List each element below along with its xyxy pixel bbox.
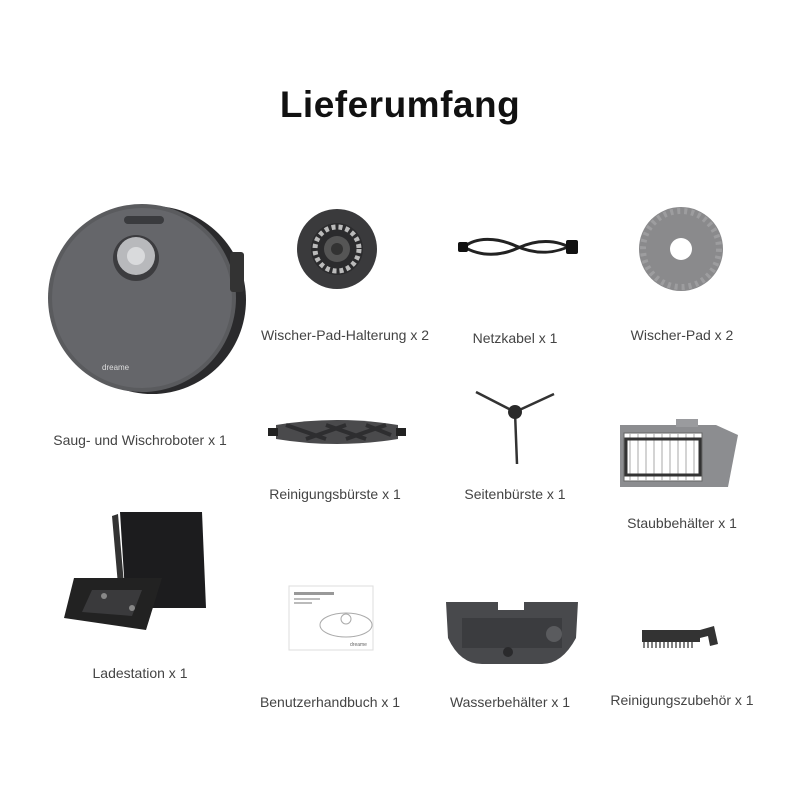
power-cable-icon	[456, 232, 581, 262]
mop-pad-icon	[636, 205, 726, 293]
page-title: Lieferumfang	[279, 84, 521, 125]
water-tank-icon	[442, 598, 582, 668]
item-label: Seitenbürste x 1	[464, 486, 566, 502]
item-label: Netzkabel x 1	[472, 330, 558, 346]
item-label: Wischer-Pad x 2	[630, 327, 734, 343]
item-label: Wasserbehälter x 1	[449, 694, 571, 710]
cleaning-tool-icon	[638, 624, 720, 650]
side-brush-icon	[472, 388, 558, 466]
item-label: Ladestation x 1	[92, 665, 188, 681]
dust-bin-icon	[616, 415, 741, 495]
svg-text:dreame: dreame	[350, 642, 367, 648]
item-label: Saug- und Wischroboter x 1	[53, 432, 227, 448]
item-label: Staubbehälter x 1	[627, 515, 737, 531]
brand-logo: dreame	[102, 363, 130, 372]
item-label: Wischer-Pad-Halterung x 2	[260, 327, 430, 343]
mop-pad-holder-icon	[295, 207, 379, 291]
item-label: Benutzerhandbuch x 1	[259, 694, 401, 710]
item-label: Reinigungszubehör x 1	[610, 692, 754, 708]
robot-vacuum-icon: dreame	[44, 192, 249, 402]
item-label: Reinigungsbürste x 1	[269, 486, 401, 502]
user-manual-icon: dreame	[288, 585, 374, 651]
charging-station-icon	[62, 508, 212, 633]
main-brush-icon	[266, 417, 408, 447]
